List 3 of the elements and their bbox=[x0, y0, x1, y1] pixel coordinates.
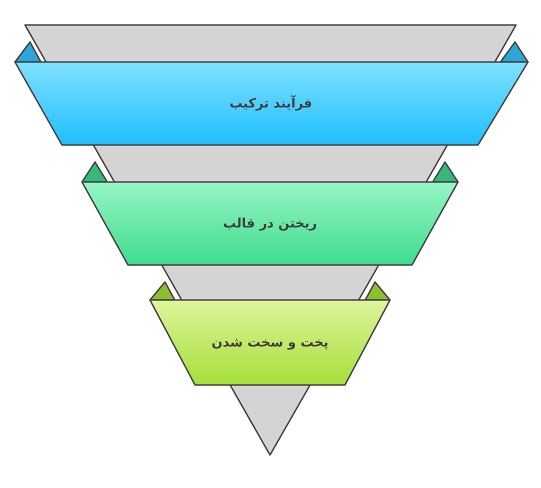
band-label: ریختن در قالب bbox=[223, 216, 317, 231]
band-label: پخت و سخت شدن bbox=[212, 335, 328, 350]
band-label: فرآیند ترکیب bbox=[229, 96, 312, 111]
